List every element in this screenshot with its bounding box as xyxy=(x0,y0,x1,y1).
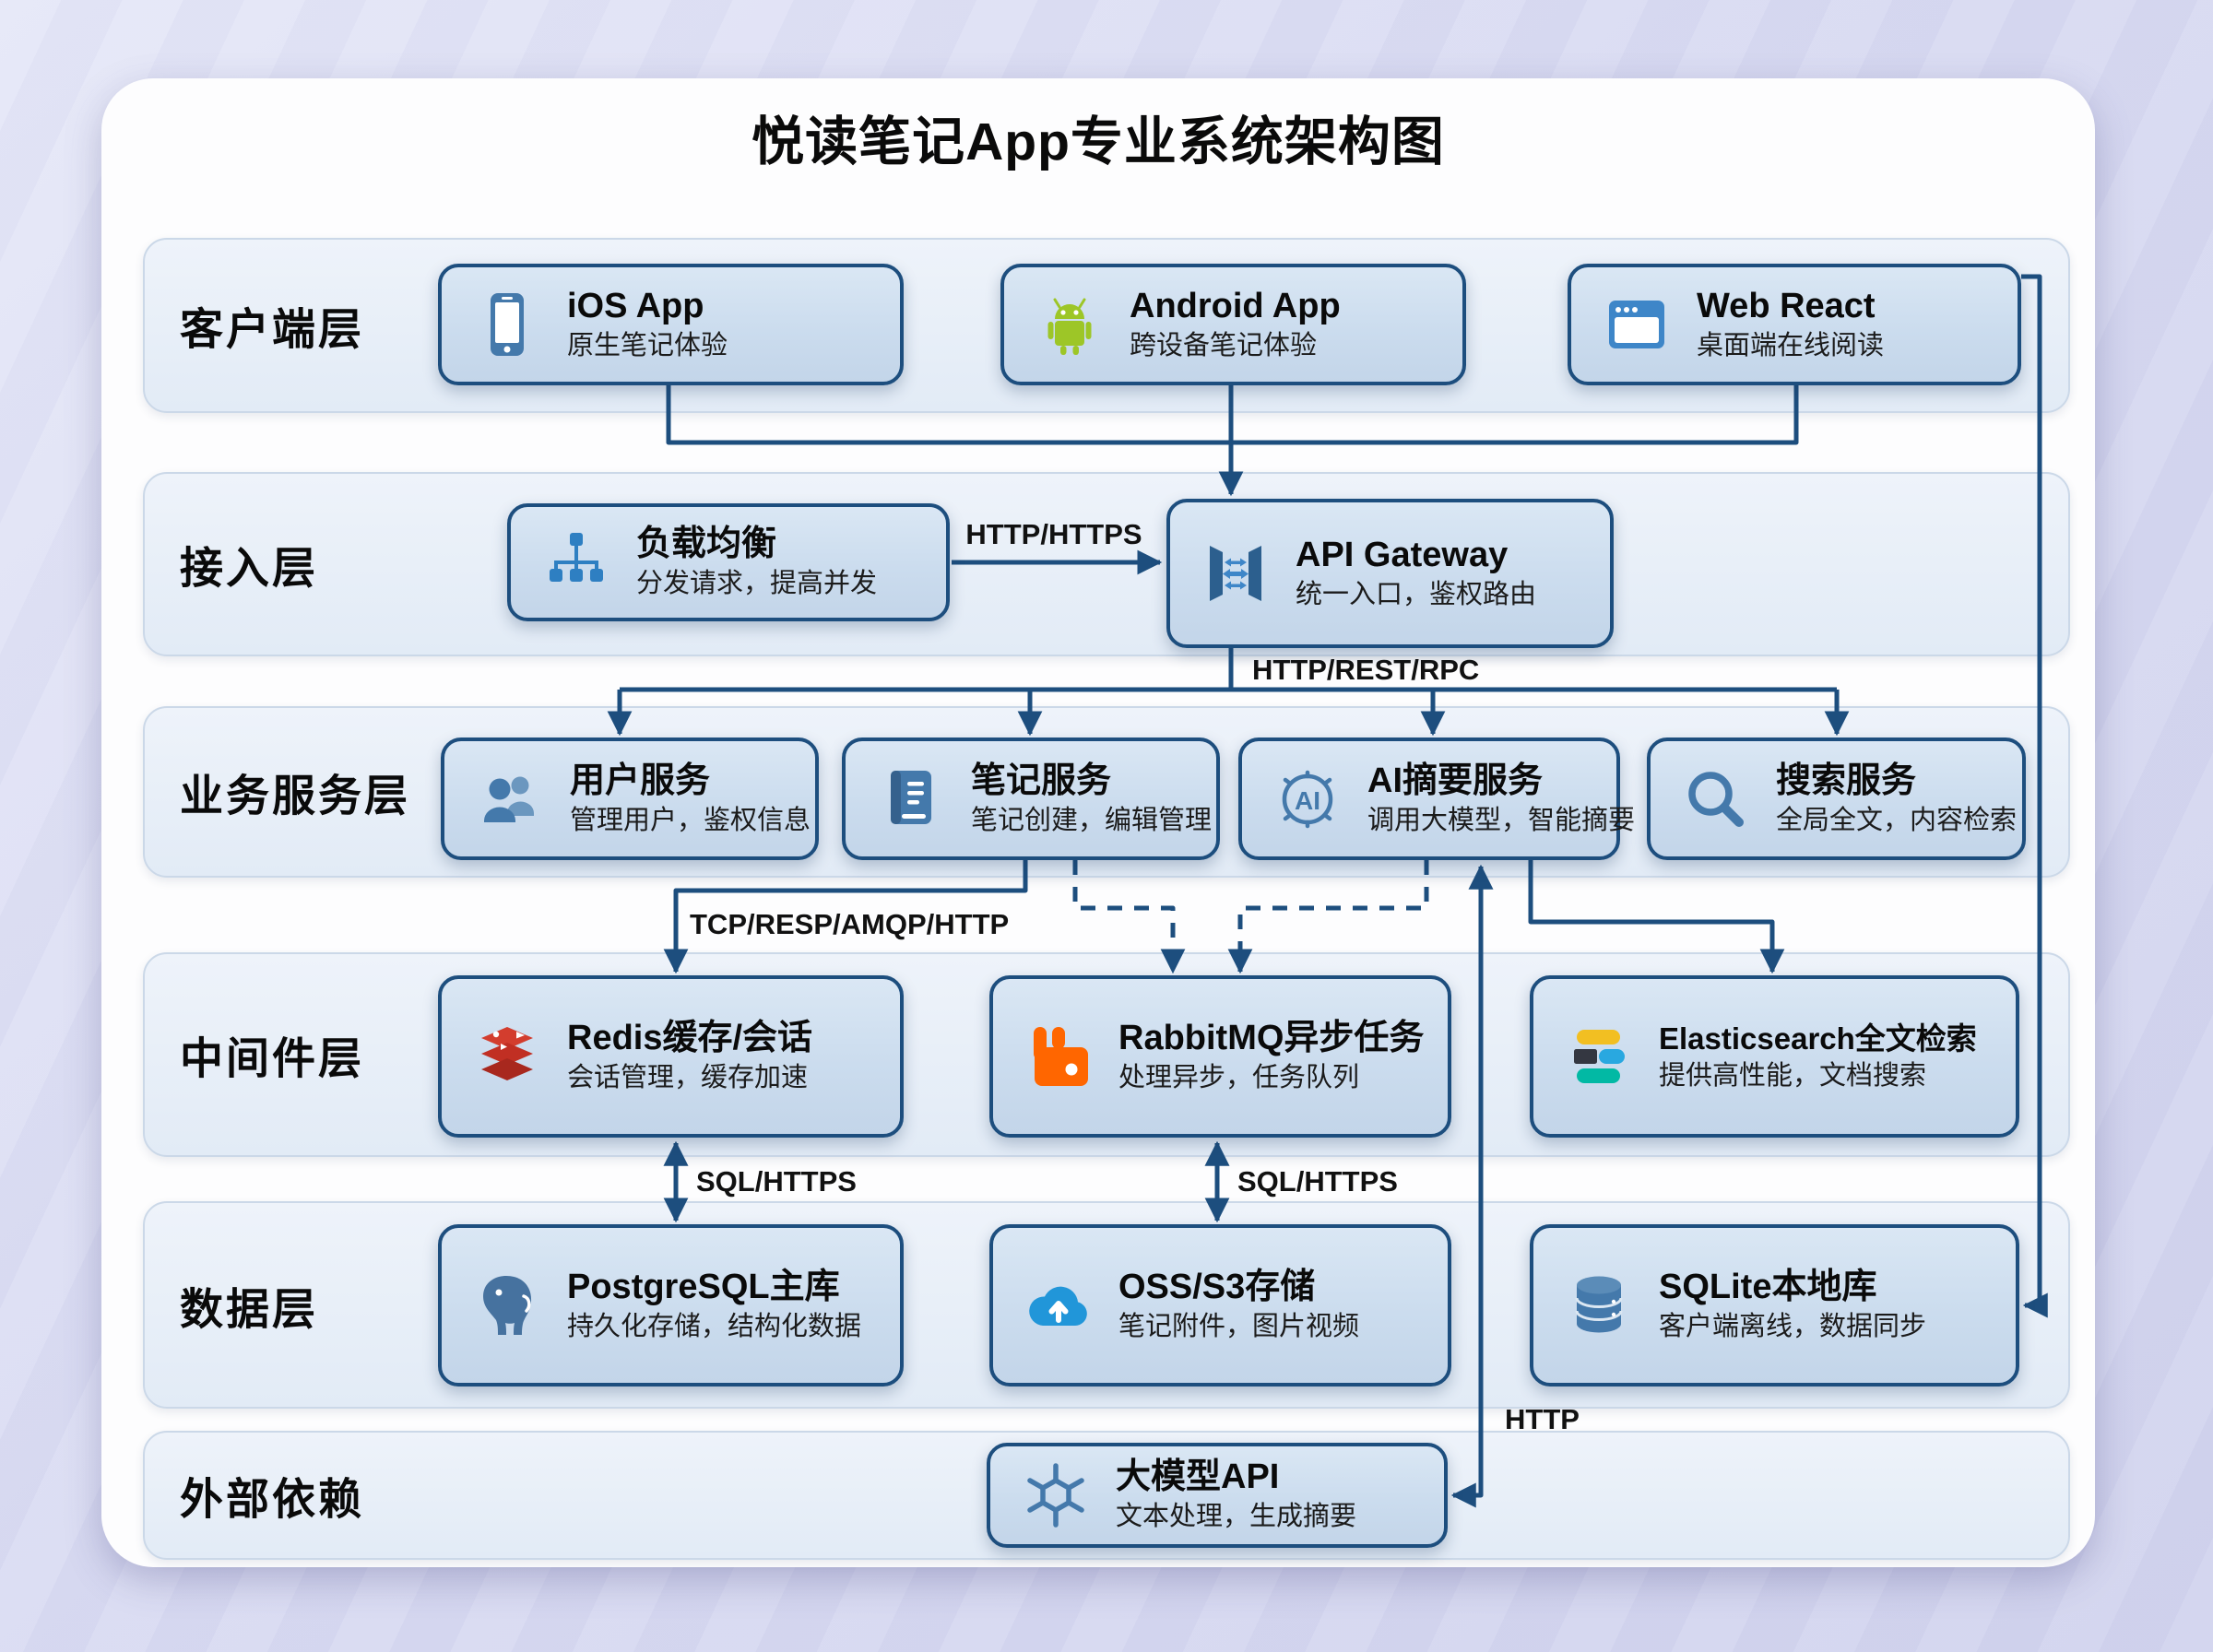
node-subtitle: 文本处理，生成摘要 xyxy=(1116,1502,1357,1532)
rabbitmq-icon xyxy=(1021,1019,1096,1094)
node-title: Web React xyxy=(1697,287,1876,326)
node-title: PostgreSQL主库 xyxy=(567,1268,840,1307)
node-title: Elasticsearch全文检索 xyxy=(1659,1021,1977,1056)
users-icon xyxy=(472,761,548,837)
node-subtitle: 提供高性能，文档搜索 xyxy=(1659,1060,1927,1091)
ai-brain-icon: AI xyxy=(1270,761,1345,837)
layer-label-client: 客户端层 xyxy=(180,304,364,354)
node-title: OSS/S3存储 xyxy=(1118,1268,1316,1307)
label-http: HTTP xyxy=(1505,1403,1580,1435)
node-ios-app: iOS App 原生笔记体验 xyxy=(438,264,904,385)
node-title: 笔记服务 xyxy=(971,761,1112,800)
android-icon xyxy=(1032,287,1107,362)
node-subtitle: 会话管理，缓存加速 xyxy=(567,1063,809,1093)
redis-icon xyxy=(469,1019,545,1094)
node-subtitle: 处理异步，任务队列 xyxy=(1118,1063,1360,1093)
node-title: Android App xyxy=(1130,287,1341,326)
gateway-icon xyxy=(1198,536,1273,611)
layer-label-external: 外部依赖 xyxy=(180,1474,364,1524)
node-title: 搜索服务 xyxy=(1776,761,1917,800)
edge-ai-to-elasticsearch xyxy=(1528,860,1785,974)
database-icon xyxy=(1561,1268,1637,1343)
node-title: 负载均衡 xyxy=(636,525,777,564)
search-icon xyxy=(1678,761,1754,837)
node-elasticsearch: Elasticsearch全文检索提供高性能，文档搜索 xyxy=(1530,975,2019,1138)
node-subtitle: 跨设备笔记体验 xyxy=(1130,331,1318,361)
node-title: RabbitMQ异步任务 xyxy=(1118,1019,1425,1058)
node-title: AI摘要服务 xyxy=(1367,761,1544,800)
node-user-service: 用户服务管理用户，鉴权信息 xyxy=(441,738,819,860)
layer-label-access: 接入层 xyxy=(180,543,318,593)
node-postgresql: PostgreSQL主库持久化存储，结构化数据 xyxy=(438,1224,904,1386)
node-ai-summary-service: AI AI摘要服务调用大模型，智能摘要 xyxy=(1238,738,1636,860)
edge-ai-llm-link xyxy=(1450,864,1494,1508)
edge-note-to-rabbitmq xyxy=(1072,860,1186,974)
postgresql-icon xyxy=(469,1268,545,1343)
node-llm-api: 大模型API 文本处理，生成摘要 xyxy=(987,1443,1448,1548)
cloud-upload-icon xyxy=(1021,1268,1096,1343)
edge-note-to-redis xyxy=(663,860,1028,974)
edge-ai-to-rabbitmq xyxy=(1227,860,1429,974)
node-title: 用户服务 xyxy=(570,761,711,800)
node-title: API Gateway xyxy=(1296,536,1509,575)
svg-text:AI: AI xyxy=(1295,786,1320,815)
node-search-service: 搜索服务全局全文，内容检索 xyxy=(1647,738,2026,860)
node-sqlite: SQLite本地库客户端离线，数据同步 xyxy=(1530,1224,2019,1386)
node-subtitle: 原生笔记体验 xyxy=(567,331,728,361)
node-title: Redis缓存/会话 xyxy=(567,1019,813,1058)
elasticsearch-icon xyxy=(1561,1019,1637,1094)
node-subtitle: 笔记创建，编辑管理 xyxy=(971,805,1213,835)
label-http-https: HTTP/HTTPS xyxy=(965,518,1142,550)
node-subtitle: 桌面端在线阅读 xyxy=(1697,331,1885,361)
node-load-balancer: 负载均衡分发请求，提高并发 xyxy=(507,503,950,621)
edge-webreact-to-sqlite xyxy=(2021,274,2048,1318)
note-icon xyxy=(873,761,949,837)
layer-label-data: 数据层 xyxy=(180,1284,318,1333)
node-redis: Redis缓存/会话会话管理，缓存加速 xyxy=(438,975,904,1138)
node-oss-s3: OSS/S3存储笔记附件，图片视频 xyxy=(989,1224,1451,1386)
node-subtitle: 管理用户，鉴权信息 xyxy=(570,805,811,835)
node-subtitle: 分发请求，提高并发 xyxy=(636,569,878,599)
node-web-react: Web React 桌面端在线阅读 xyxy=(1568,264,2021,385)
page-title: 悦读笔记App专业系统架构图 xyxy=(751,112,1445,171)
browser-icon xyxy=(1599,287,1675,362)
label-sql-https-left: SQL/HTTPS xyxy=(696,1165,857,1198)
label-http-rest-rpc: HTTP/REST/RPC xyxy=(1252,654,1479,686)
layer-label-middleware: 中间件层 xyxy=(180,1033,364,1083)
node-rabbitmq: RabbitMQ异步任务处理异步，任务队列 xyxy=(989,975,1451,1138)
node-api-gateway: API Gateway 统一入口，鉴权路由 xyxy=(1166,499,1614,648)
label-sql-https-mid: SQL/HTTPS xyxy=(1237,1165,1398,1198)
node-note-service: 笔记服务笔记创建，编辑管理 xyxy=(842,738,1220,860)
node-subtitle: 客户端离线，数据同步 xyxy=(1659,1312,1927,1342)
node-subtitle: 持久化存储，结构化数据 xyxy=(567,1312,862,1342)
sitemap-icon xyxy=(538,525,614,600)
iphone-icon xyxy=(469,287,545,362)
openai-icon xyxy=(1018,1457,1094,1533)
node-title: iOS App xyxy=(567,287,704,326)
node-android-app: Android App 跨设备笔记体验 xyxy=(1000,264,1466,385)
node-title: SQLite本地库 xyxy=(1659,1268,1877,1307)
layer-label-services: 业务服务层 xyxy=(180,771,410,820)
label-tcp-resp-amqp-http: TCP/RESP/AMQP/HTTP xyxy=(690,908,1009,940)
node-subtitle: 笔记附件，图片视频 xyxy=(1118,1312,1360,1342)
node-title: 大模型API xyxy=(1116,1457,1280,1497)
node-subtitle: 全局全文，内容检索 xyxy=(1776,805,2018,835)
node-subtitle: 统一入口，鉴权路由 xyxy=(1296,580,1537,610)
node-subtitle: 调用大模型，智能摘要 xyxy=(1367,805,1636,835)
